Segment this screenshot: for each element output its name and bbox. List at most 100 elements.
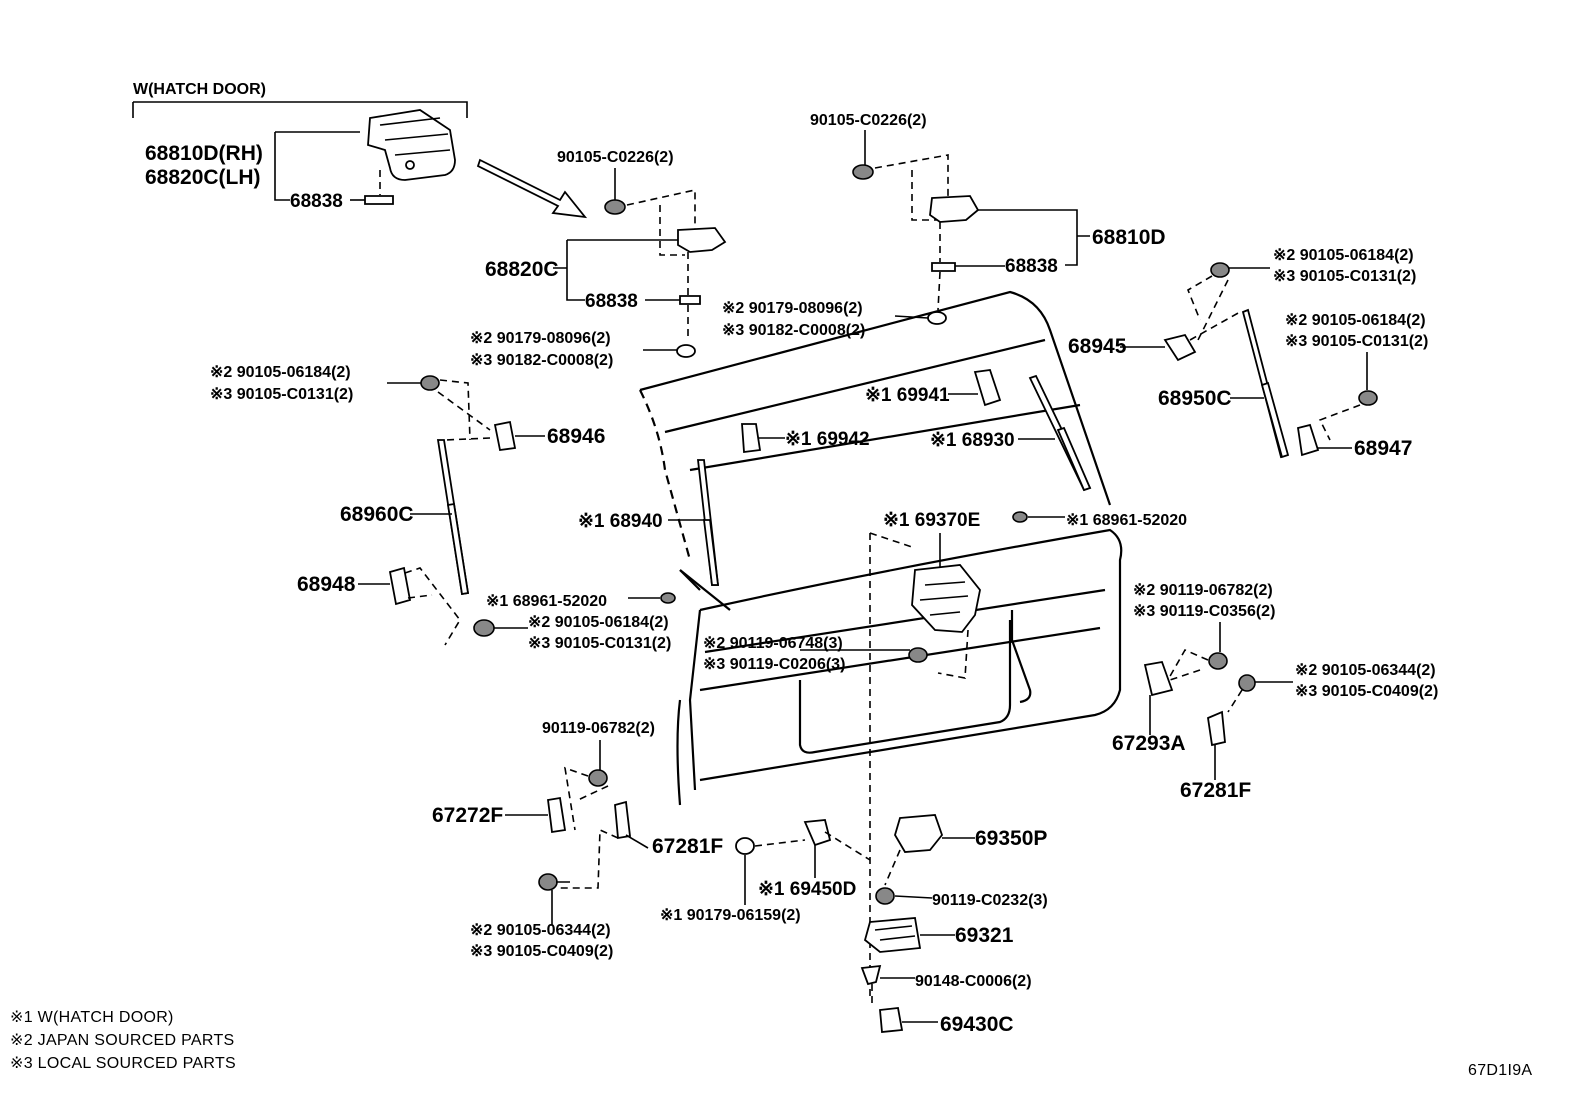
callout-68930: ※1 68930 [930, 430, 1015, 451]
callout-90105-C0131-bl: ※3 90105-C0131(2) [528, 635, 671, 652]
callout-90119-C0206: ※3 90119-C0206(3) [703, 656, 845, 673]
hinge-shim-icon [931, 262, 956, 272]
screw-90148-icon [860, 964, 882, 986]
legend: ※1 W(HATCH DOOR) ※2 JAPAN SOURCED PARTS … [10, 1009, 236, 1072]
callout-68940: ※1 68940 [578, 511, 663, 532]
clip-67281F-icon [614, 800, 631, 840]
clip-67281F-icon [1207, 710, 1226, 747]
callout-68961-52020-l: ※1 68961-52020 [486, 593, 607, 610]
callout-68948: 68948 [297, 573, 356, 596]
callout-90105-C0131-tr: ※3 90105-C0131(2) [1273, 268, 1416, 285]
callout-67281F-r: 67281F [1180, 779, 1251, 802]
clip-icon [1012, 511, 1028, 523]
stay-68960C-group: ※2 90105-06184(2) ※3 90105-C0131(2) 6894… [210, 364, 671, 652]
callout-90119-06748: ※2 90119-06748(3) [703, 635, 843, 652]
callout-90105-06184-tr: ※2 90105-06184(2) [1273, 247, 1414, 264]
lower-left-parts-group: 90119-06782(2) 67272F 67281F ※2 90105-06… [432, 720, 723, 960]
hinge-icon [929, 195, 980, 223]
callout-68810D: 68810D [1092, 226, 1166, 249]
callout-68810D-RH: 68810D(RH) [145, 142, 263, 165]
clip-67272F-icon [546, 796, 567, 834]
hinge-68810D-group: 90105-C0226(2) 68810D 68838 ※2 90179-080… [722, 112, 1166, 339]
bolt-icon [538, 873, 558, 891]
diagram-code: 67D1I9A [1468, 1062, 1532, 1079]
bolt-icon [473, 619, 495, 637]
washer-icon [676, 344, 696, 358]
bolt-icon [1358, 390, 1378, 406]
bolt-icon [604, 199, 626, 215]
callout-68820C-LH: 68820C(LH) [145, 166, 261, 189]
callout-68838-c: 68838 [1005, 256, 1058, 277]
callout-68838-b: 68838 [585, 291, 638, 312]
hinge-68820C-group: 90105-C0226(2) 68820C 68838 ※2 90179-080… [470, 149, 727, 369]
callout-68945: 68945 [1068, 335, 1127, 358]
callout-67281F-l: 67281F [652, 835, 723, 858]
legend-note-2: ※2 JAPAN SOURCED PARTS [10, 1032, 235, 1049]
inner-stay-group: ※1 69941 ※1 68930 ※1 69942 ※1 68940 ※1 6… [486, 369, 1187, 610]
bracket-icon [493, 420, 517, 452]
switch-69430C-icon [879, 1007, 904, 1033]
callout-90105-06184-r: ※2 90105-06184(2) [1285, 312, 1426, 329]
door-hinge-icon [367, 109, 456, 181]
callout-90105-C0226-a: 90105-C0226(2) [557, 149, 674, 166]
callout-90105-06184-l: ※2 90105-06184(2) [210, 364, 351, 381]
stay-68950C-group: ※2 90105-06184(2) ※3 90105-C0131(2) 6894… [1068, 247, 1428, 460]
callout-68946: 68946 [547, 425, 605, 448]
hinge-shim-icon [364, 195, 394, 205]
washer-icon [927, 311, 947, 325]
clip-icon [660, 592, 676, 604]
callout-67293A: 67293A [1112, 732, 1186, 755]
hinge-icon [677, 227, 727, 253]
lower-right-parts-group: ※2 90119-06782(2) ※3 90119-C0356(2) 6729… [1112, 582, 1438, 802]
bracket-icon [1163, 333, 1197, 362]
callout-68838-a: 68838 [290, 191, 343, 212]
callout-68960C: 68960C [340, 503, 414, 526]
legend-note-1: ※1 W(HATCH DOOR) [10, 1009, 174, 1026]
bracket-icon [1296, 423, 1320, 457]
callout-90119-06782-l: 90119-06782(2) [542, 720, 655, 737]
callout-90105-06184-bl: ※2 90105-06184(2) [528, 614, 669, 631]
hatch-door-panel [639, 290, 1123, 806]
callout-69350P: 69350P [975, 827, 1047, 850]
callout-90119-06782-r: ※2 90119-06782(2) [1133, 582, 1273, 599]
callout-67272F: 67272F [432, 804, 503, 827]
bolt-icon [852, 164, 874, 180]
callout-90105-C0226-b: 90105-C0226(2) [810, 112, 927, 129]
callout-69430C: 69430C [940, 1013, 1014, 1036]
direction-arrow-icon [476, 158, 588, 219]
bolt-icon [1208, 652, 1228, 670]
bolt-icon [1238, 674, 1256, 692]
legend-note-3: ※3 LOCAL SOURCED PARTS [10, 1055, 236, 1072]
cover-69321-icon [863, 917, 922, 953]
bracket-69942-icon [741, 423, 762, 454]
clip-67293A-icon [1143, 660, 1174, 697]
bolt-icon [1210, 262, 1230, 278]
bolt-icon [875, 887, 895, 905]
callout-90182-C0008-a: ※3 90182-C0008(2) [470, 352, 613, 369]
callout-90179-08096-b: ※2 90179-08096(2) [722, 300, 863, 317]
callout-68950C: 68950C [1158, 387, 1232, 410]
bracket-icon [388, 566, 412, 606]
lower-center-parts-group: ※1 69450D ※1 90179-06159(2) 69350P 90119… [660, 814, 1048, 1036]
group-label: W(HATCH DOOR) [133, 81, 266, 98]
lock-69370E-group: ※1 69370E ※2 90119-06748(3) ※3 90119-C02… [703, 510, 981, 1000]
callout-90105-06344-r: ※2 90105-06344(2) [1295, 662, 1436, 679]
callout-90105-C0409-r: ※3 90105-C0409(2) [1295, 683, 1438, 700]
bolt-icon [420, 375, 440, 391]
callout-68947: 68947 [1354, 437, 1412, 460]
callout-90105-C0409-l: ※3 90105-C0409(2) [470, 943, 613, 960]
callout-69321: 69321 [955, 924, 1014, 947]
hinge-assembly-left-group: W(HATCH DOOR) 68810D(RH) 68820C(LH) 6883… [132, 81, 588, 219]
bolt-icon [588, 769, 608, 787]
bracket-69941-icon [973, 369, 1002, 407]
callout-68961-52020-r: ※1 68961-52020 [1066, 512, 1187, 529]
callout-90105-C0131-r: ※3 90105-C0131(2) [1285, 333, 1428, 350]
callout-90119-C0356: ※3 90119-C0356(2) [1133, 603, 1275, 620]
callout-69450D: ※1 69450D [758, 879, 856, 900]
callout-69370E: ※1 69370E [883, 510, 980, 531]
callout-90179-08096-a: ※2 90179-08096(2) [470, 330, 611, 347]
callout-90105-C0131-l: ※3 90105-C0131(2) [210, 386, 353, 403]
latch-69350P-icon [894, 814, 944, 853]
callout-90119-C0232: 90119-C0232(3) [932, 892, 1048, 909]
callout-90105-06344-l: ※2 90105-06344(2) [470, 922, 611, 939]
